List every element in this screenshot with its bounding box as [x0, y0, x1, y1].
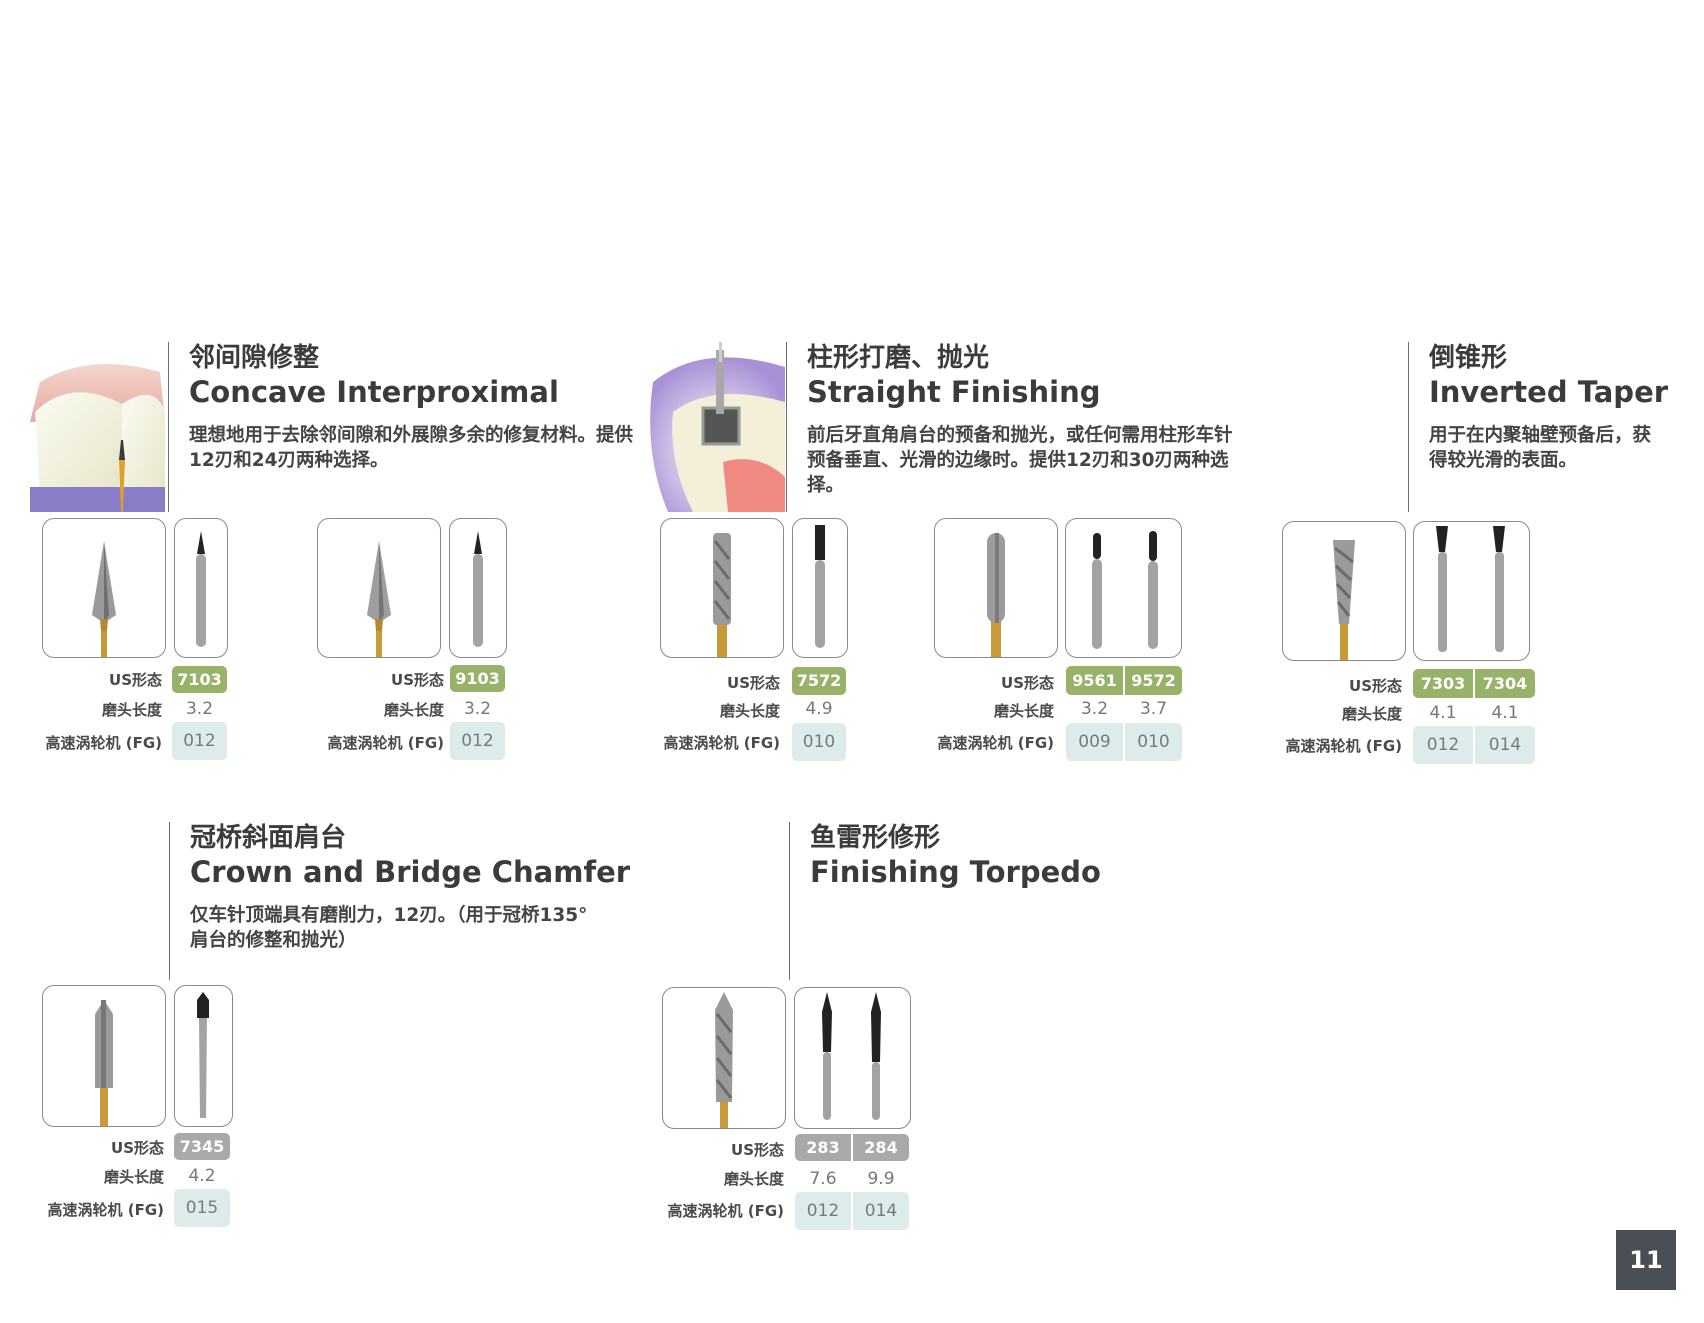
bur-photo-9561	[934, 518, 1058, 658]
bur-outline-7345	[174, 985, 233, 1127]
fg-label: 高速涡轮机 (FG)	[1285, 737, 1403, 755]
fg-value: 015	[174, 1189, 230, 1227]
section-title-en: Crown and Bridge Chamfer	[190, 855, 631, 889]
bur-outline-7103	[174, 518, 228, 658]
bur-photo-7103	[42, 518, 166, 658]
bur-outline-9561-9572	[1065, 518, 1182, 658]
tooth-illustration-straight	[643, 342, 785, 512]
us-shape-label: US形态	[1349, 677, 1402, 695]
fg-label: 高速涡轮机 (FG)	[327, 734, 445, 752]
section-title-cn: 邻间隙修整	[189, 343, 320, 373]
us-shape-label: US形态	[391, 671, 444, 689]
fg-value: 014	[853, 1192, 909, 1230]
fg-label: 高速涡轮机 (FG)	[45, 734, 163, 752]
head-length-label: 磨头长度	[723, 1170, 784, 1188]
us-shape-value: 7345	[174, 1133, 230, 1160]
fg-value: 009	[1066, 723, 1123, 761]
head-length-label: 磨头长度	[719, 702, 780, 720]
us-shape-value: 7572	[792, 667, 846, 695]
head-length-value: 3.2	[463, 699, 492, 719]
bur-photo-7345	[42, 985, 166, 1127]
fg-value: 010	[1125, 723, 1182, 761]
bur-outline-283-284	[794, 987, 911, 1129]
us-shape-value: 9561	[1066, 666, 1123, 695]
head-length-value: 4.9	[805, 699, 833, 719]
section-description: 理想地用于去除邻间隙和外展隙多余的修复材料。提供12刃和24刃两种选择。	[189, 425, 634, 471]
section-title-cn: 冠桥斜面肩台	[190, 823, 347, 853]
head-length-value: 4.1	[1491, 703, 1519, 723]
section-description: 前后牙直角肩台的预备和抛光，或任何需用柱形车针预备垂直、光滑的边缘时。提供12刃…	[807, 425, 1233, 496]
us-shape-value: 7103	[172, 666, 227, 693]
section-inverted-header: 倒锥形 Inverted Taper 用于在内聚轴壁预备后，获得较光滑的表面。	[1408, 342, 1699, 512]
section-title-en: Concave Interproximal	[189, 375, 559, 409]
us-shape-label: US形态	[731, 1141, 784, 1159]
us-shape-value: 9103	[450, 665, 505, 692]
section-chamfer-header: 冠桥斜面肩台 Crown and Bridge Chamfer 仅车针顶端具有磨…	[169, 822, 660, 980]
section-title-en: Finishing Torpedo	[810, 855, 1101, 889]
section-straight-header: 柱形打磨、抛光 Straight Finishing 前后牙直角肩台的预备和抛光…	[786, 342, 1277, 512]
section-title-cn: 倒锥形	[1429, 343, 1508, 373]
us-shape-value: 9572	[1125, 666, 1182, 695]
bur-photo-9103	[317, 518, 441, 658]
head-length-value: 3.7	[1139, 699, 1168, 719]
us-shape-label: US形态	[111, 1139, 164, 1157]
us-shape-value: 7304	[1475, 669, 1535, 698]
section-title-en: Straight Finishing	[807, 375, 1101, 409]
head-length-label: 磨头长度	[103, 1168, 164, 1186]
section-description: 仅车针顶端具有磨削力，12刃。（用于冠桥135°肩台的修整和抛光）	[190, 905, 588, 951]
head-length-value: 9.9	[867, 1169, 895, 1189]
head-length-value: 3.2	[185, 699, 214, 719]
fg-value: 012	[795, 1192, 851, 1230]
head-length-label: 磨头长度	[993, 702, 1054, 720]
section-description: 用于在内聚轴壁预备后，获得较光滑的表面。	[1429, 425, 1652, 471]
bur-outline-7303-7304	[1413, 521, 1530, 661]
head-length-label: 磨头长度	[101, 701, 162, 719]
us-shape-value: 7303	[1413, 669, 1473, 698]
us-shape-value: 284	[853, 1134, 909, 1161]
fg-value: 014	[1475, 726, 1535, 764]
us-shape-label: US形态	[109, 671, 162, 689]
section-torpedo-header: 鱼雷形修形 Finishing Torpedo	[789, 822, 1230, 980]
tooth-illustration-concave	[30, 342, 165, 512]
fg-label: 高速涡轮机 (FG)	[667, 1202, 785, 1220]
bur-photo-7303	[1282, 521, 1406, 661]
page-number: 11	[1616, 1230, 1676, 1290]
head-length-value: 4.1	[1429, 703, 1457, 723]
us-shape-value: 283	[795, 1134, 851, 1161]
fg-label: 高速涡轮机 (FG)	[47, 1201, 165, 1219]
head-length-value: 4.2	[188, 1166, 216, 1186]
us-shape-label: US形态	[1001, 674, 1054, 692]
us-shape-label: US形态	[727, 674, 780, 692]
section-concave-header: 邻间隙修整 Concave Interproximal 理想地用于去除邻间隙和外…	[168, 342, 659, 512]
head-length-label: 磨头长度	[1341, 705, 1402, 723]
bur-outline-7572	[792, 518, 848, 658]
bur-outline-9103	[449, 518, 507, 658]
head-length-value: 3.2	[1080, 699, 1109, 719]
bur-photo-7572	[660, 518, 784, 658]
fg-value: 012	[172, 722, 227, 760]
head-length-value: 7.6	[809, 1169, 837, 1189]
fg-label: 高速涡轮机 (FG)	[937, 734, 1055, 752]
fg-value: 012	[1413, 726, 1473, 764]
bur-photo-283	[662, 987, 786, 1129]
head-length-label: 磨头长度	[383, 701, 444, 719]
section-title-en: Inverted Taper	[1429, 375, 1669, 409]
section-title-cn: 鱼雷形修形	[810, 823, 941, 853]
fg-label: 高速涡轮机 (FG)	[663, 734, 781, 752]
section-title-cn: 柱形打磨、抛光	[807, 343, 990, 373]
fg-value: 010	[792, 723, 846, 761]
fg-value: 012	[450, 722, 505, 760]
